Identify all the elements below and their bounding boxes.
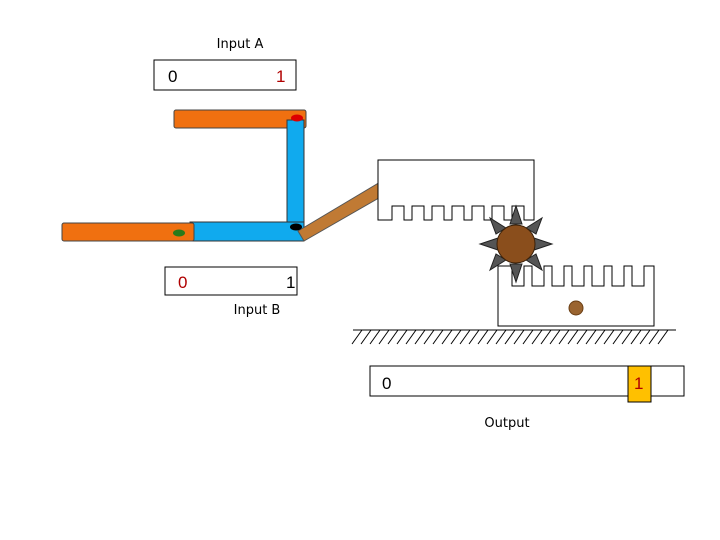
input-b-lever (61, 222, 195, 242)
hatch-line (504, 329, 516, 345)
input-a-lever (173, 109, 307, 129)
rack-pin (568, 300, 584, 316)
hatch-line (477, 329, 489, 345)
hatch-line (414, 329, 426, 345)
hatch-line (549, 329, 561, 345)
gear-tooth (533, 237, 554, 251)
output-slider[interactable] (627, 365, 652, 403)
upper-rack (377, 159, 535, 221)
hatch-line (531, 329, 543, 345)
hatch-line (612, 329, 624, 345)
hatch-line (405, 329, 417, 345)
input-b-value-zero: 0 (178, 273, 187, 292)
hatch-line (378, 329, 390, 345)
hatch-line (513, 329, 525, 345)
lower-rack (497, 265, 655, 327)
hatch-line (441, 329, 453, 345)
input-b-label: Input B (234, 303, 281, 318)
gear-tooth (525, 253, 543, 272)
hatch-line (630, 329, 642, 345)
input-b-value-one: 1 (286, 273, 295, 292)
output-label: Output (484, 416, 529, 431)
hatch-line (459, 329, 471, 345)
output-value-zero: 0 (382, 374, 391, 393)
gear (478, 204, 554, 284)
pivot-black (290, 223, 302, 231)
gear-tooth (509, 204, 523, 225)
hatch-line (423, 329, 435, 345)
hatch-line (387, 329, 399, 345)
hatch-line (450, 329, 462, 345)
hatch-line (495, 329, 507, 345)
hatch-line (396, 329, 408, 345)
hatch-line (585, 329, 597, 345)
gear-tooth (489, 216, 507, 235)
hatch-line (621, 329, 633, 345)
hatch-line (558, 329, 570, 345)
gear-tooth (489, 253, 507, 272)
hatch-line (351, 329, 363, 345)
hatch-line (648, 329, 660, 345)
hatch-line (639, 329, 651, 345)
horizontal-link (189, 221, 305, 242)
hatch-line (522, 329, 534, 345)
ground-hatching (351, 329, 669, 345)
vertical-link (286, 119, 305, 233)
output-value-one: 1 (634, 374, 643, 393)
hatch-line (594, 329, 606, 345)
hatch-line (468, 329, 480, 345)
hatch-line (603, 329, 615, 345)
input-a-value-zero: 0 (168, 67, 177, 86)
pivot-green (173, 229, 185, 237)
hatch-line (432, 329, 444, 345)
hatch-line (576, 329, 588, 345)
input-a-switch[interactable] (153, 59, 297, 91)
hatch-line (567, 329, 579, 345)
input-a-value-one: 1 (276, 67, 285, 86)
hatch-line (369, 329, 381, 345)
hatch-line (486, 329, 498, 345)
gear-tooth (509, 263, 523, 284)
gear-hub (496, 224, 536, 264)
gear-tooth (525, 216, 543, 235)
gear-tooth (478, 237, 499, 251)
input-b-switch[interactable] (164, 266, 298, 296)
hatch-line (657, 329, 669, 345)
input-a-label: Input A (217, 37, 264, 52)
hatch-line (540, 329, 552, 345)
pivot-red (291, 114, 303, 122)
hatch-line (360, 329, 372, 345)
